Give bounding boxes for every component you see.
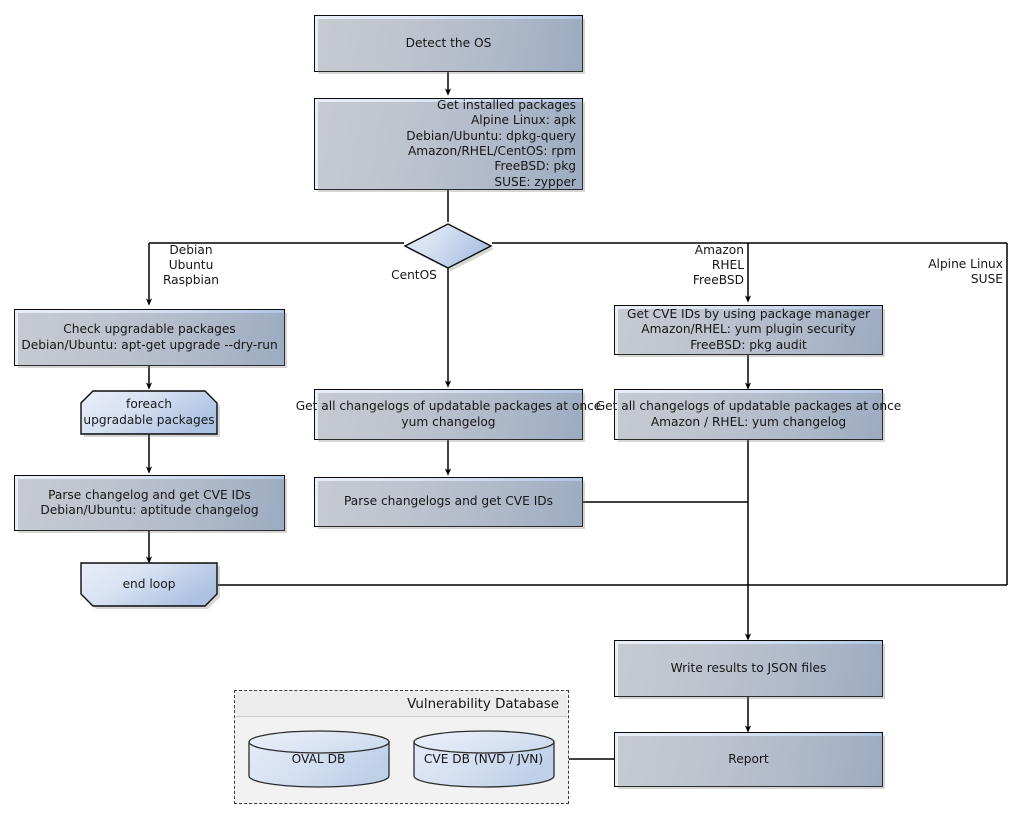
- node-detect-os[interactable]: Detect the OS: [314, 15, 585, 74]
- db-cve[interactable]: CVE DB (NVD / JVN): [413, 730, 555, 788]
- node-detect-os-label: Detect the OS: [405, 35, 492, 50]
- node-parse-changelogs-centos-label: Parse changelogs and get CVE IDs: [343, 494, 554, 509]
- node-changelogs-rhel-label: Get all changelogs of updatable packages…: [595, 399, 902, 429]
- node-end-loop[interactable]: end loop: [80, 562, 220, 609]
- node-parse-changelogs-centos[interactable]: Parse changelogs and get CVE IDs: [314, 477, 585, 529]
- node-changelogs-centos-label: Get all changelogs of updatable packages…: [295, 399, 602, 429]
- edge-label-centos-branch: CentOS: [391, 268, 437, 282]
- node-os-decision[interactable]: [402, 221, 494, 271]
- node-write-json-label: Write results to JSON files: [670, 660, 827, 675]
- node-report-label: Report: [728, 751, 769, 766]
- node-report[interactable]: Report: [614, 732, 885, 789]
- node-changelogs-centos[interactable]: Get all changelogs of updatable packages…: [296, 389, 601, 442]
- db-oval[interactable]: OVAL DB: [248, 730, 390, 788]
- vulnerability-database-title-text: Vulnerability Database: [407, 696, 559, 712]
- vulnerability-database-title: Vulnerability Database: [236, 692, 567, 717]
- node-changelogs-rhel[interactable]: Get all changelogs of updatable packages…: [596, 389, 901, 442]
- node-write-json[interactable]: Write results to JSON files: [614, 640, 885, 699]
